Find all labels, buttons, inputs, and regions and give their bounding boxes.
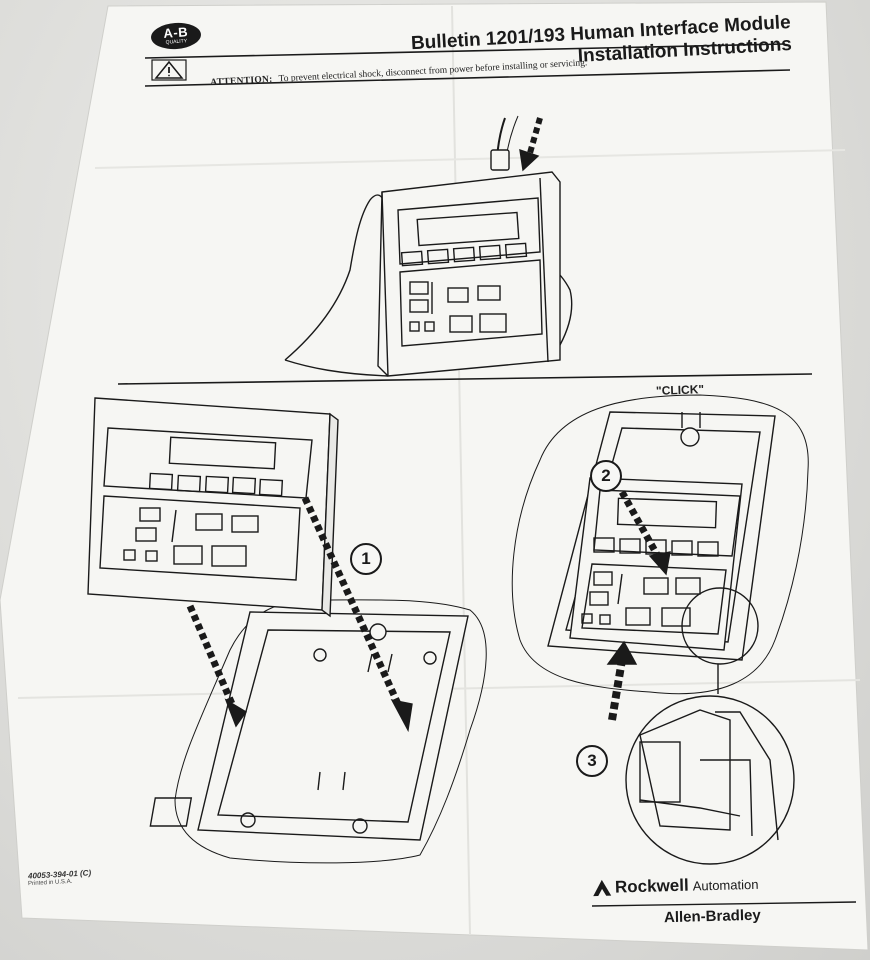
ab-logo-shape — [151, 22, 201, 50]
click-label: "CLICK" — [655, 382, 705, 398]
handheld-module-illustration — [284, 115, 573, 377]
step-number-2: 2 — [590, 460, 622, 492]
fold-crease-horizontal-1 — [94, 149, 846, 169]
brand-name: Rockwell — [614, 875, 689, 897]
step1-illustration — [87, 397, 487, 864]
allen-bradley-brand: Allen-Bradley — [663, 906, 761, 927]
ab-quality-logo: A-B QUALITY — [149, 20, 203, 52]
step-number-3: 3 — [576, 745, 608, 777]
header-rule-top — [144, 43, 786, 59]
warning-icon — [151, 59, 187, 81]
footer-rule — [591, 901, 857, 907]
fold-crease-vertical — [451, 5, 471, 936]
brand-sub: Automation — [692, 876, 759, 894]
rockwell-logo-icon — [593, 879, 612, 897]
step-number-1: 1 — [350, 543, 382, 575]
header-rule-bottom — [144, 69, 791, 87]
section-divider — [117, 373, 813, 385]
